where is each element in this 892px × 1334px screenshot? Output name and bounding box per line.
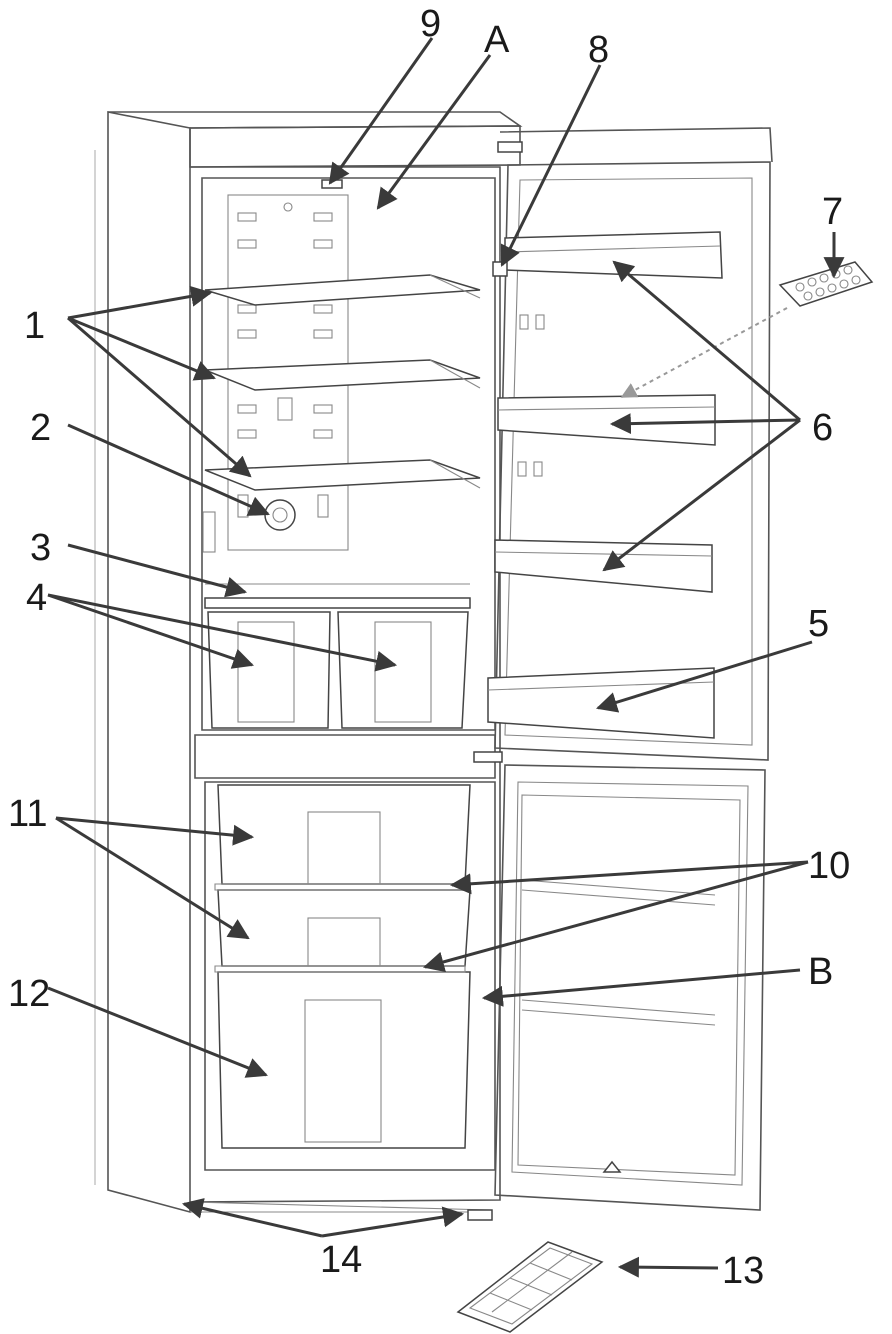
freezer-compartment: [204, 781, 496, 1171]
freezer-drawer-bottom: [217, 971, 471, 1149]
leader-arrows: [47, 37, 845, 1278]
glass-shelf: [204, 274, 481, 306]
callout-8: 8: [588, 29, 609, 71]
callout-10: 10: [808, 845, 850, 887]
ice-tray: [456, 1241, 604, 1333]
callout-12: 12: [8, 973, 50, 1015]
callout-2: 2: [30, 407, 51, 449]
callout-13: 13: [722, 1250, 764, 1292]
shelf-supports: [237, 202, 333, 439]
freezer-drawer: [217, 784, 471, 885]
thermostat-knob: [202, 494, 329, 553]
egg-tray: [778, 261, 874, 307]
callout-4: 4: [26, 577, 47, 619]
middle-hinge: [473, 751, 503, 763]
callout-B: B: [808, 951, 833, 993]
callout-14: 14: [320, 1239, 362, 1281]
glass-shelf: [204, 459, 481, 491]
callout-A: A: [484, 19, 510, 61]
bottom-hinge: [467, 1209, 493, 1221]
crisper-drawer-right: [337, 611, 469, 729]
glass-shelf: [204, 359, 481, 391]
door-balcony: [504, 231, 723, 279]
fridge-door: [487, 127, 773, 761]
light-switch: [492, 261, 508, 277]
crisper-drawer-left: [207, 611, 331, 729]
callout-9: 9: [420, 3, 441, 45]
callout-6: 6: [812, 407, 833, 449]
callout-1: 1: [24, 305, 45, 347]
freezer-door: [494, 764, 766, 1211]
callout-labels: 9 A 8 7 1 6 2 3 4 5 11 10 12 B 14 13: [8, 3, 850, 1292]
callout-7: 7: [822, 191, 843, 233]
callout-11: 11: [8, 793, 47, 835]
top-hinge: [497, 141, 523, 153]
bottle-balcony: [487, 667, 715, 739]
door-balcony: [497, 394, 716, 446]
fridge-compartment: [201, 177, 496, 731]
freezer-drawer: [217, 889, 471, 967]
door-balcony: [494, 539, 713, 593]
compartment-divider: [194, 734, 496, 779]
callout-3: 3: [30, 527, 51, 569]
callout-5: 5: [808, 603, 829, 645]
crisper-cover: [204, 597, 471, 609]
